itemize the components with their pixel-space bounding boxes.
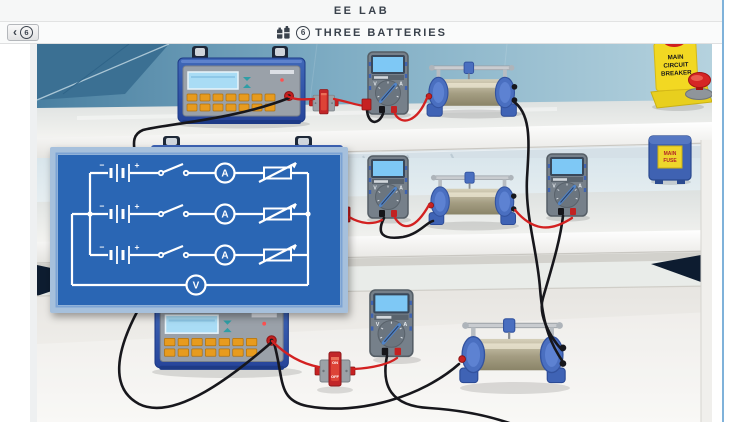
battery-plus-label: + (135, 201, 140, 211)
red-connector-top[interactable] (361, 98, 372, 111)
ammeter-label: A (221, 251, 228, 262)
battery-minus-label: − (100, 242, 105, 252)
multimeter-amps-label: A (399, 186, 403, 192)
wire-red (270, 339, 321, 369)
wires (117, 94, 574, 422)
wire-red (352, 356, 399, 371)
main-circuit-breaker[interactable]: MAIN CIRCUIT BREAKER (650, 44, 712, 111)
circuit-diagram (70, 162, 311, 296)
battery-plus-label: + (135, 160, 140, 170)
switch-off-label: OFF (331, 374, 340, 379)
lesson-title: THREE BATTERIES (315, 26, 447, 39)
circuit-diagram-panel[interactable]: − + − + − + A A A V (50, 147, 348, 313)
multimeter-amps-label: A (578, 184, 582, 190)
wire-black (132, 96, 291, 156)
battery-plus-label: + (135, 242, 140, 252)
wire-red (285, 94, 316, 101)
back-badge: 6 (20, 26, 33, 39)
multimeter-bottom[interactable]: V A (368, 288, 415, 359)
wire-black (384, 354, 510, 422)
wire-red (393, 203, 431, 228)
multimeter-volts-label: V (552, 184, 556, 190)
multimeter-middle-right[interactable]: V A (545, 152, 589, 218)
breaker-sign-line2: CIRCUIT (663, 61, 689, 69)
multimeter-volts-label: V (376, 322, 380, 328)
fuse-label-line2: FUSE (663, 158, 677, 164)
breaker-sign-line3: BREAKER (661, 69, 692, 78)
ammeter-label: A (221, 169, 228, 180)
lesson-toolbar: ‹ 6 6 THREE BATTERIES (0, 22, 723, 44)
app-title: EE LAB (333, 4, 390, 17)
accent-divider-line (722, 0, 724, 422)
multimeter-middle-left[interactable]: V A (366, 154, 410, 220)
switch-on-label: ON (332, 360, 338, 365)
lesson-heading: 6 THREE BATTERIES (276, 25, 447, 40)
voltmeter-label: V (193, 281, 200, 292)
wire-red (513, 208, 574, 229)
batteries-icon (277, 26, 290, 39)
app-header: EE LAB (0, 0, 723, 22)
left-gutter (30, 44, 37, 422)
right-pillar (700, 140, 712, 422)
battery-minus-label: − (100, 201, 105, 211)
back-chevron-icon: ‹ (13, 24, 17, 39)
wire-black (272, 341, 461, 410)
battery-minus-label: − (100, 160, 105, 170)
lesson-number-badge: 6 (296, 25, 311, 40)
multimeter-amps-label: A (403, 322, 407, 328)
wire-black (365, 108, 385, 124)
back-button[interactable]: ‹ 6 (7, 24, 39, 41)
multimeter-amps-label: A (399, 82, 403, 88)
breaker-sign-line1: MAIN (667, 54, 684, 62)
fuse-label-line1: MAIN (664, 151, 677, 157)
main-fuse-box[interactable]: MAIN FUSE (648, 135, 692, 185)
multimeter-volts-label: V (373, 82, 377, 88)
inline-switch-bottom[interactable]: ON OFF (314, 351, 356, 387)
wire-black (117, 310, 274, 410)
wire-red (347, 215, 384, 225)
lab-scene: MAIN CIRCUIT BREAKER MAIN FUSE V (37, 44, 712, 422)
wire-red (393, 96, 429, 122)
multimeter-volts-label: V (373, 186, 377, 192)
multimeter-top[interactable]: V A (366, 50, 410, 116)
wire-black (379, 216, 435, 240)
circuit-diagram-labels: − + − + − + A A A V (100, 160, 229, 292)
ammeter-label: A (221, 210, 228, 221)
wire-black (540, 214, 565, 352)
